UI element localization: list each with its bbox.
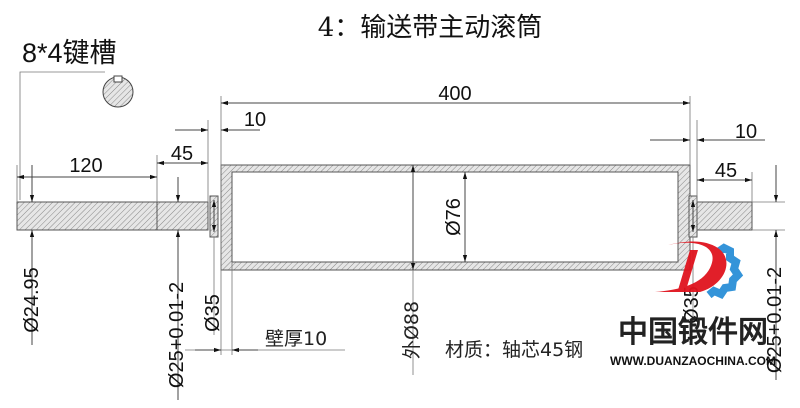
wall-thickness-label: 壁厚10 [265,328,327,350]
material-note: 材质：轴芯45钢 [445,339,583,361]
dim-right-collar-dia: Ø35 [681,286,703,324]
watermark-logo-icon [655,241,744,299]
dim-left-shaft-length: 120 [69,155,102,177]
dim-inner-dia: Ø76 [443,198,465,236]
watermark-url: WWW.DUANZAOCHINA.COM [610,354,776,368]
keyway-label: 8*4键槽 [22,38,117,68]
dim-left-collar: 10 [244,109,266,131]
dim-outer-dia: 外Ø88 [401,301,423,359]
dim-left-shaft-dia: Ø24.95 [21,267,43,333]
dim-right-journal-dia: Ø25+0.01-2 [764,267,786,373]
keyway-section [19,71,134,200]
left-shaft [16,195,219,238]
dim-left-journal-dia: Ø25+0.01-2 [166,282,188,388]
dim-right-collar: 10 [735,121,757,143]
dim-overall-length: 400 [438,83,471,105]
watermark-name: 中国锻件网 [618,315,768,350]
right-shaft [688,195,753,238]
dim-right-journal-length: 45 [715,160,737,182]
dim-left-collar-dia: Ø35 [202,294,224,332]
drawing-title: 4：输送带主动滚筒 [318,13,543,43]
dim-left-journal-length: 45 [171,143,193,165]
